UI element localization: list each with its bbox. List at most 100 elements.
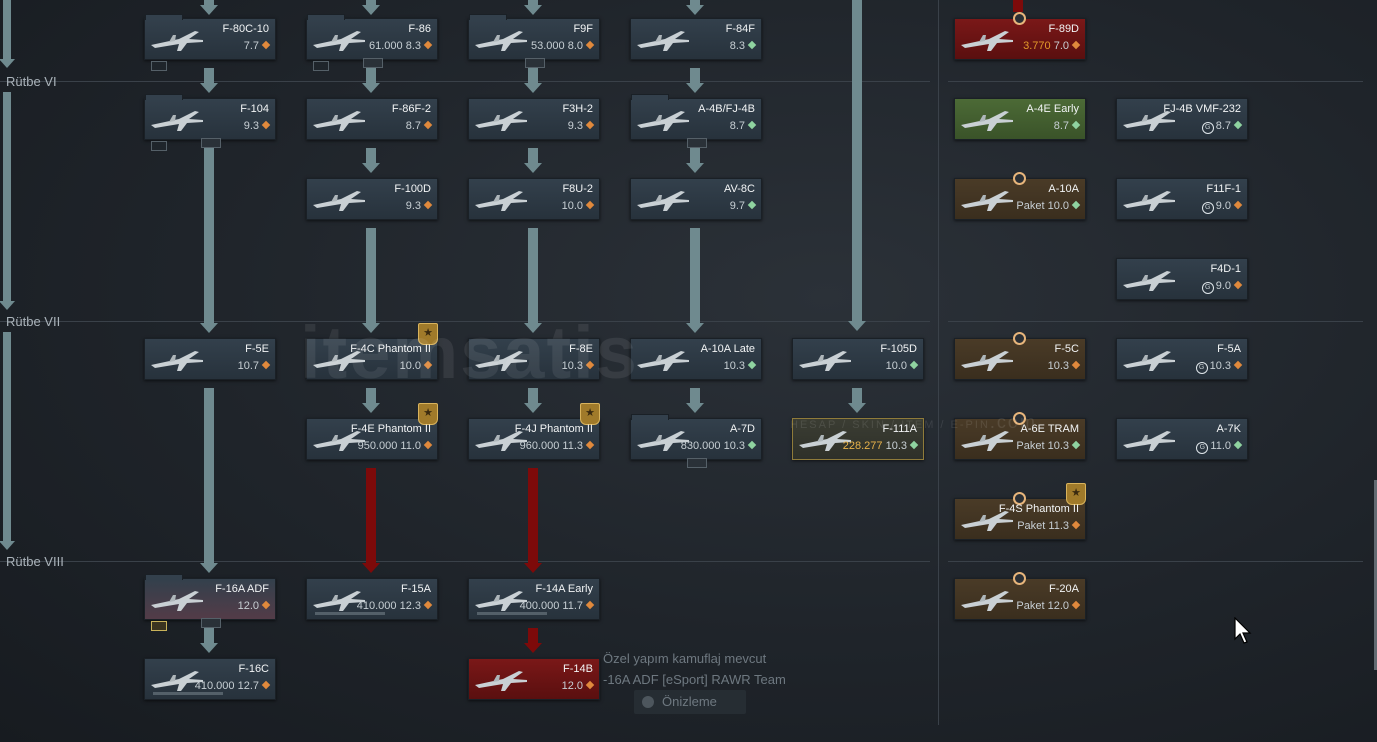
aircraft-card-a6e-tram[interactable]: A-6E TRAM Paket 10.3 (954, 412, 1086, 460)
battle-rating: 9.3 (406, 200, 433, 212)
eye-icon (642, 696, 654, 708)
aircraft-card-f105d[interactable]: F-105D 10.0 (792, 338, 924, 380)
group-tab[interactable] (687, 458, 707, 468)
aircraft-card-a7d[interactable]: A-7D 830.000 10.3 (630, 414, 762, 468)
aircraft-name: AV-8C (724, 183, 755, 195)
aircraft-card-f5e[interactable]: F-5E 10.7 (144, 338, 276, 380)
aircraft-card-f100d[interactable]: F-100D 9.3 (306, 178, 438, 220)
aircraft-name: F-100D (394, 183, 431, 195)
battle-rating: 10.0 (562, 200, 595, 212)
aircraft-card-f86f2[interactable]: F-86F-2 8.7 (306, 98, 438, 140)
aircraft-card-f5c[interactable]: F-5C 10.3 (954, 332, 1086, 380)
arrow-col5-end (848, 300, 866, 331)
aircraft-card-f89d[interactable]: F-89D 3.770 7.0 (954, 12, 1086, 60)
arrow-c4-r3 (686, 228, 704, 333)
arrow-c2-r2 (362, 148, 380, 173)
squadron-tab[interactable] (151, 141, 167, 151)
scrollbar[interactable] (1374, 480, 1377, 670)
arrow-c4-r2 (686, 148, 704, 173)
aircraft-card-f4j[interactable]: ★ F-4J Phantom II 960.000 11.3 (468, 403, 600, 460)
aircraft-name: F-8E (569, 343, 593, 355)
aircraft-card-f4c[interactable]: ★ F-4C Phantom II 10.0 (306, 323, 438, 380)
aircraft-card-f4e[interactable]: ★ F-4E Phantom II 950.000 11.0 (306, 403, 438, 460)
preview-button[interactable]: Önizleme (634, 690, 746, 714)
aircraft-card-f104[interactable]: F-104 9.3 (144, 94, 276, 151)
aircraft-card-f14a-early[interactable]: F-14A Early 400.000 11.7 (468, 578, 600, 620)
jet-icon (149, 585, 205, 615)
aircraft-card-f16c[interactable]: F-16C 410.000 12.7 (144, 658, 276, 700)
event-badge-icon (1013, 12, 1026, 25)
camouflage-name: -16A ADF [eSport] RAWR Team (603, 672, 786, 687)
aircraft-card-f20a[interactable]: F-20A Paket 12.0 (954, 572, 1086, 620)
gift-icon: G (1201, 282, 1214, 294)
aircraft-name: F-105D (880, 343, 917, 355)
aircraft-name: F-89D (1048, 23, 1079, 35)
pack-and-battle-rating: Paket 11.3 (1017, 520, 1081, 532)
aircraft-card-f16a-adf[interactable]: F-16A ADF 12.0 (144, 574, 276, 631)
jet-icon (149, 105, 205, 135)
rank-divider-8 (0, 561, 930, 562)
aircraft-card-f80c10[interactable]: F-80C-10 7.7 (144, 14, 276, 71)
arrow-c1-long2 (200, 388, 218, 573)
rank-divider-7 (0, 321, 930, 322)
aircraft-name: F-5E (245, 343, 269, 355)
arrow-c1-r1 (200, 68, 218, 93)
group-tab[interactable] (201, 138, 221, 148)
rank-label-7: Rütbe VII (6, 314, 61, 329)
rank-rail-7 (0, 332, 15, 550)
aircraft-name: FJ-4B VMF-232 (1163, 103, 1241, 115)
aircraft-card-f84f[interactable]: F-84F 8.3 (630, 18, 762, 60)
aircraft-card-a10a[interactable]: A-10A Paket 10.0 (954, 172, 1086, 220)
preview-label: Önizleme (662, 694, 717, 709)
battle-rating: 9.3 (244, 120, 271, 132)
jet-icon (635, 105, 691, 135)
aircraft-card-f4s[interactable]: ★ F-4S Phantom II Paket 11.3 (954, 483, 1086, 540)
pack-and-battle-rating: Paket 10.3 (1016, 440, 1081, 452)
mouse-cursor-icon (1234, 617, 1252, 644)
squadron-tab[interactable] (151, 61, 167, 71)
aircraft-card-a10a-late[interactable]: A-10A Late 10.3 (630, 338, 762, 380)
price-and-battle-rating: 61.000 8.3 (369, 40, 433, 52)
aircraft-card-f9f[interactable]: F9F 53.000 8.0 (468, 14, 600, 68)
aircraft-card-f8e[interactable]: F-8E 10.3 (468, 338, 600, 380)
aircraft-card-f111a[interactable]: F-111A 228.277 10.3 (792, 418, 924, 460)
aircraft-card-f14b[interactable]: F-14B 12.0 (468, 658, 600, 700)
squadron-tab[interactable] (313, 61, 329, 71)
arrow-c5-r4 (848, 388, 866, 413)
aircraft-card-av8c[interactable]: AV-8C 9.7 (630, 178, 762, 220)
camouflage-tab[interactable] (151, 621, 167, 631)
arrow-c1-r8 (200, 628, 218, 653)
aircraft-name: F-5C (1054, 343, 1079, 355)
jet-icon (311, 185, 367, 215)
battle-rating: 9.7 (730, 200, 757, 212)
event-badge-icon (1013, 412, 1026, 425)
group-tab[interactable] (363, 58, 383, 68)
aircraft-name: F-16C (238, 663, 269, 675)
group-tab[interactable] (687, 138, 707, 148)
aircraft-card-f15a[interactable]: F-15A 410.000 12.3 (306, 578, 438, 620)
aircraft-name: F-14B (563, 663, 593, 675)
aircraft-card-f3h2[interactable]: F3H-2 9.3 (468, 98, 600, 140)
aircraft-card-a4e-early[interactable]: A-4E Early 8.7 (954, 98, 1086, 140)
event-badge-icon (1013, 572, 1026, 585)
aircraft-card-f8u2[interactable]: F8U-2 10.0 (468, 178, 600, 220)
event-badge-icon (1013, 332, 1026, 345)
jet-icon (473, 185, 529, 215)
aircraft-name: F-20A (1049, 583, 1079, 595)
arrow-top-premium (1013, 0, 1023, 12)
arrow-c4-r1 (686, 68, 704, 93)
group-tab[interactable] (525, 58, 545, 68)
group-tab[interactable] (201, 618, 221, 628)
aircraft-card-f86[interactable]: F-86 61.000 8.3 (306, 14, 438, 71)
aircraft-name: A-10A (1048, 183, 1079, 195)
price-and-battle-rating: 400.000 11.7 (520, 600, 595, 612)
aircraft-card-a4b[interactable]: A-4B/FJ-4B 8.7 (630, 94, 762, 148)
